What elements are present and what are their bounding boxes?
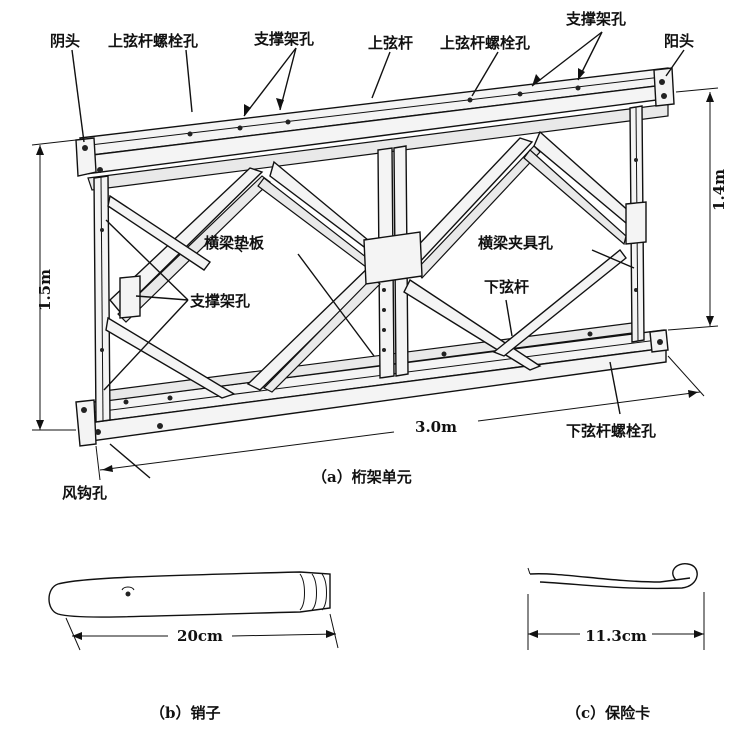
dimension-lines: 1.5m 1.4m 3.0m	[31, 87, 728, 481]
clip-wire-top	[529, 573, 691, 583]
pin-drawing: 20cm （b）销子	[48, 571, 339, 722]
diagonal-left-top	[107, 194, 212, 271]
holes	[81, 79, 667, 435]
truss-panel	[75, 67, 675, 447]
diagonal-left-bottom	[105, 316, 236, 399]
female-end-top	[75, 137, 97, 177]
diagonal-left-up	[109, 167, 264, 314]
transom-pad	[363, 231, 423, 285]
dim-pin-length: 20cm	[177, 627, 223, 645]
diagonal-right-up	[492, 248, 627, 357]
callout-labels: 阴头 上弦杆螺栓孔 支撑架孔 上弦杆 上弦杆螺栓孔 支撑架孔 阳头 横梁垫板 横…	[50, 10, 694, 502]
label-bottom-chord-bolt-hole: 下弦杆螺栓孔	[566, 422, 656, 440]
label-top-chord: 上弦杆	[368, 34, 413, 52]
label-brace-frame-hole-top-left: 支撑架孔	[253, 30, 314, 48]
brace-frame-plate-right	[625, 201, 647, 245]
male-end-top	[653, 67, 675, 107]
label-wind-hook-hole: 风钩孔	[62, 484, 107, 502]
dim-clip-length: 11.3cm	[585, 627, 647, 645]
female-end-bottom	[75, 399, 97, 447]
label-brace-frame-hole-mid: 支撑架孔	[189, 292, 250, 310]
label-transom-clamp-hole: 横梁夹具孔	[478, 234, 553, 252]
label-brace-frame-hole-top-right: 支撑架孔	[565, 10, 626, 28]
pin-body	[48, 571, 331, 618]
clip-drawing: 11.3cm （c）保险卡	[527, 563, 705, 722]
caption-c: （c）保险卡	[566, 704, 650, 722]
top-chord-lower	[87, 103, 669, 191]
brace-frame-plate-left	[119, 275, 141, 319]
leader-lines	[71, 31, 685, 479]
dim-height-right: 1.4m	[710, 169, 728, 211]
dim-height-left: 1.5m	[36, 269, 54, 311]
label-female-end: 阴头	[50, 32, 80, 50]
caption-a: （a）桁架单元	[312, 468, 412, 486]
caption-b: （b）销子	[150, 704, 221, 722]
label-transom-pad: 横梁垫板	[204, 234, 265, 252]
dim-length: 3.0m	[415, 418, 457, 436]
label-bottom-chord: 下弦杆	[484, 278, 529, 296]
label-top-chord-bolt-hole-left: 上弦杆螺栓孔	[108, 32, 198, 50]
clip-loop	[539, 563, 698, 590]
label-male-end: 阳头	[664, 32, 694, 50]
label-top-chord-bolt-hole-right: 上弦杆螺栓孔	[440, 34, 530, 52]
